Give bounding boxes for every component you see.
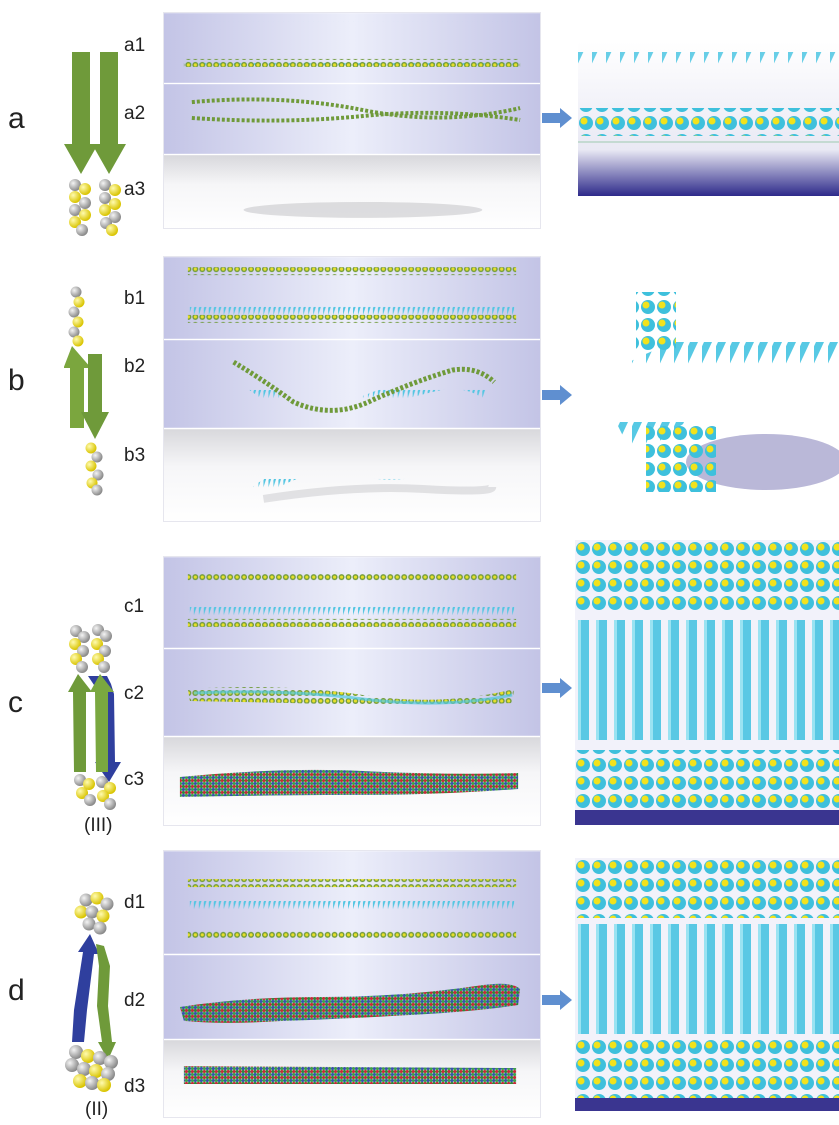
image-c2 bbox=[164, 649, 540, 736]
image-c3 bbox=[164, 737, 540, 826]
panel-c bbox=[163, 556, 541, 826]
sub-label-b2: b2 bbox=[124, 357, 145, 376]
sub-label-c1: c1 bbox=[124, 597, 144, 616]
image-a3 bbox=[164, 155, 540, 229]
sub-label-b1: b1 bbox=[124, 289, 145, 308]
image-a1 bbox=[164, 13, 540, 83]
strand-schematic-d bbox=[64, 892, 128, 1100]
row-label-a: a bbox=[8, 104, 25, 134]
image-d3 bbox=[164, 1040, 540, 1118]
row-label-d: d bbox=[8, 976, 25, 1006]
zoom-d bbox=[575, 858, 839, 1111]
strand-schematic-b bbox=[64, 286, 116, 496]
arrow-b bbox=[542, 385, 574, 405]
image-a2 bbox=[164, 84, 540, 154]
image-d1 bbox=[164, 851, 540, 954]
arrow-d bbox=[542, 990, 574, 1010]
zoom-a bbox=[578, 42, 839, 196]
strand-schematic-a bbox=[60, 52, 132, 242]
roman-label-c: (III) bbox=[84, 816, 113, 835]
panel-a bbox=[163, 12, 541, 229]
strand-schematic-c bbox=[62, 622, 130, 818]
image-c1 bbox=[164, 557, 540, 648]
row-label-b: b bbox=[8, 366, 25, 396]
image-b3 bbox=[164, 429, 540, 522]
zoom-c bbox=[575, 540, 839, 825]
panel-d bbox=[163, 850, 541, 1118]
panel-b bbox=[163, 256, 541, 522]
image-b2 bbox=[164, 340, 540, 428]
image-b1 bbox=[164, 257, 540, 339]
arrow-a bbox=[542, 108, 574, 128]
roman-label-d: (II) bbox=[85, 1100, 108, 1119]
arrow-c bbox=[542, 678, 574, 698]
zoom-b bbox=[576, 262, 839, 504]
image-d2 bbox=[164, 955, 540, 1039]
row-label-c: c bbox=[8, 688, 23, 718]
sub-label-b3: b3 bbox=[124, 446, 145, 465]
